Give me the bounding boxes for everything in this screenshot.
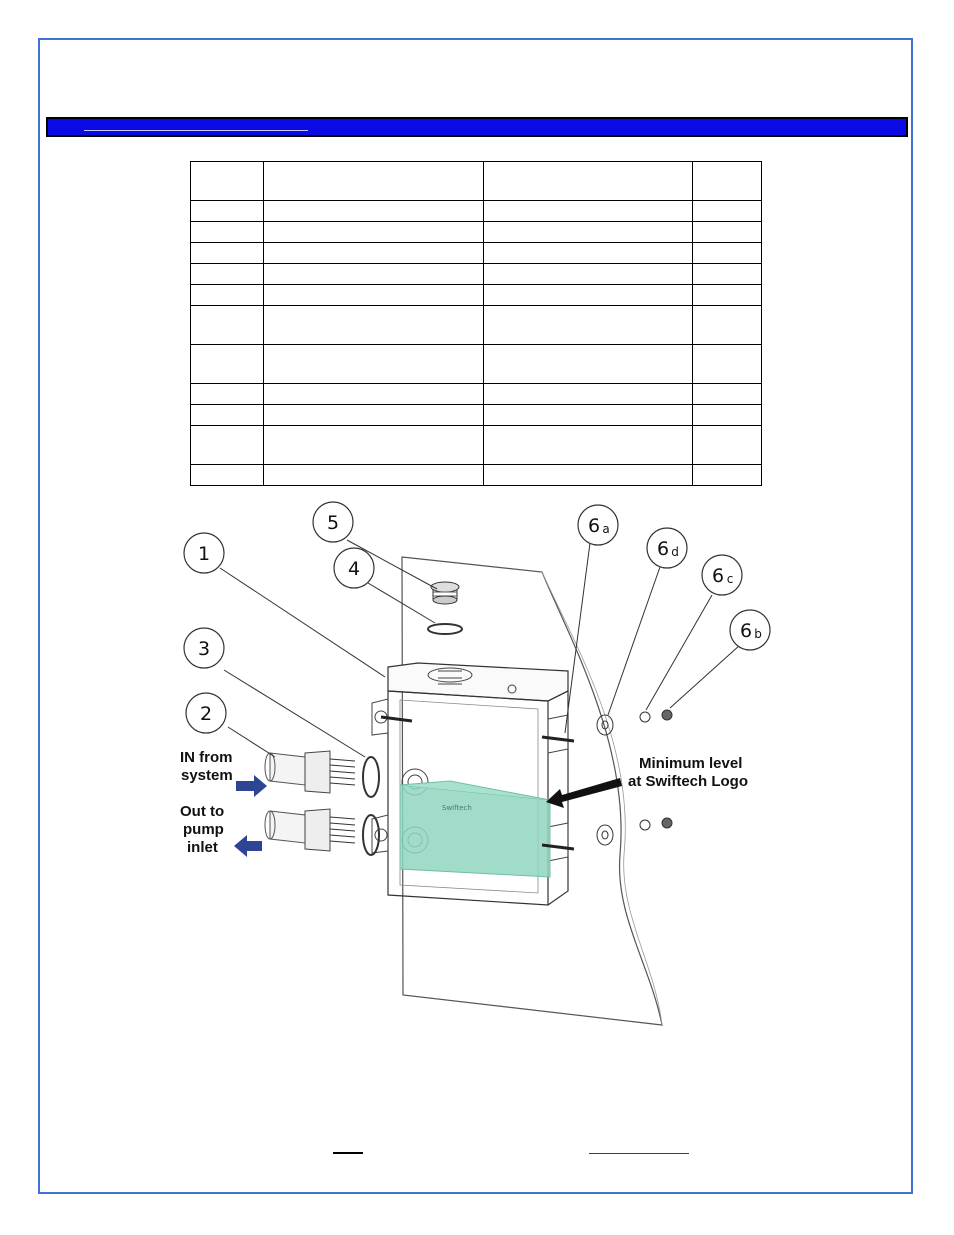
footer-link-short[interactable] [333, 1152, 363, 1154]
section-title-link[interactable] [84, 130, 308, 131]
mounting-plate [401, 556, 663, 1026]
callout-6a [577, 504, 619, 546]
callout-1 [183, 532, 225, 574]
table-row [190, 404, 762, 426]
callout-6a-text: 6 [588, 515, 600, 537]
callout-5-text: 5 [327, 512, 339, 534]
footer-link-web[interactable] [589, 1153, 689, 1154]
table-row [190, 200, 762, 222]
callout-3 [183, 627, 225, 669]
label-inlet: inlet [187, 839, 218, 856]
callout-5 [312, 501, 354, 543]
callout-6d-text: 6 [657, 538, 669, 560]
reservoir-exploded-drawing: Swiftech [180, 501, 771, 1026]
label-pump: pump [183, 821, 224, 838]
table-row [190, 464, 762, 486]
o-ring-part [427, 623, 463, 635]
table-row [190, 284, 762, 306]
callout-1-text: 1 [198, 543, 210, 565]
callout-6a-sub: a [602, 522, 609, 536]
section-title-bar [46, 117, 908, 137]
callout-6b-sub: b [754, 627, 762, 641]
mounting-hardware [380, 709, 673, 851]
callout-2-text: 2 [200, 703, 212, 725]
callout-4 [333, 547, 375, 589]
table-row [190, 221, 762, 243]
callout-2 [185, 692, 227, 734]
callout-6b-text: 6 [740, 620, 752, 642]
label-system: system [181, 767, 233, 784]
table-row [190, 242, 762, 264]
coolant-level [399, 784, 551, 878]
fill-cap-part [430, 581, 460, 605]
leader-lines [219, 539, 741, 758]
callout-6c-text: 6 [712, 565, 724, 587]
label-in-from: IN from [180, 749, 233, 766]
callout-6d [646, 527, 688, 569]
label-out-to: Out to [180, 803, 224, 820]
out-arrow-icon [234, 835, 262, 857]
in-arrow-icon [236, 775, 267, 797]
label-minimum-level: Minimum level [639, 755, 742, 772]
callout-3-text: 3 [198, 638, 210, 660]
callout-6c-sub: c [727, 572, 734, 586]
parts-table [190, 161, 762, 486]
table-row [190, 344, 762, 384]
callout-6d-sub: d [671, 545, 679, 559]
callout-6b [729, 609, 771, 651]
table-row [190, 425, 762, 465]
table-row [190, 263, 762, 285]
min-level-arrow-icon [546, 778, 622, 808]
label-at-swiftech-logo: at Swiftech Logo [628, 773, 748, 790]
callout-6c [701, 554, 743, 596]
table-row [190, 383, 762, 405]
callout-4-text: 4 [348, 558, 360, 580]
fitting-parts [264, 750, 380, 856]
table-row [190, 305, 762, 345]
swiftech-logo-mark: Swiftech [442, 804, 472, 812]
page-border [38, 38, 913, 1194]
table-header-row [190, 161, 762, 201]
